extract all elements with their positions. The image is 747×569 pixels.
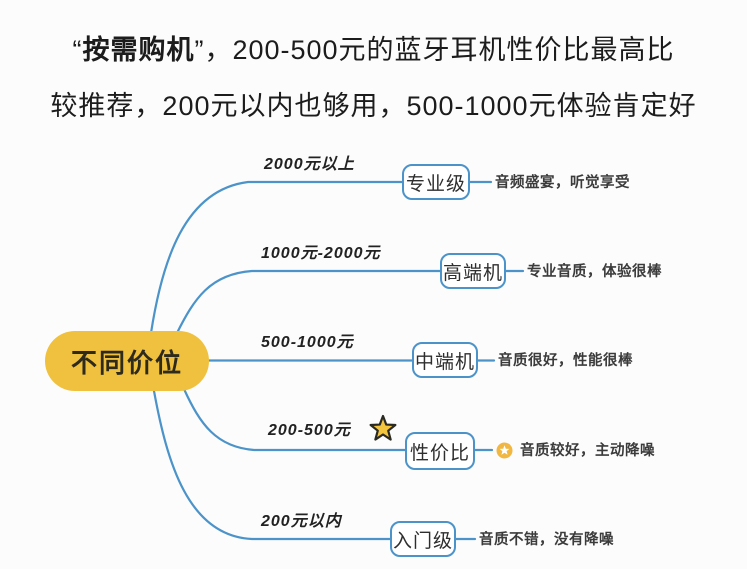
price-label-500-1000: 500-1000元	[261, 334, 354, 351]
node-entry: 入门级	[390, 521, 456, 557]
title-line-2: 较推荐，200元以内也够用，500-1000元体验肯定好	[50, 91, 697, 121]
title-line-1-rest: ”，200-500元的蓝牙耳机性价比最高比	[194, 35, 675, 65]
node-professional: 专业级	[402, 164, 470, 200]
branch-curve-entry	[152, 389, 392, 541]
note-value: 音质较好，主动降噪	[520, 443, 655, 459]
node-value: 性价比	[405, 432, 475, 470]
node-entry-label: 入门级	[392, 530, 453, 552]
root-node-label: 不同价位	[70, 347, 183, 378]
node-value-label: 性价比	[409, 442, 470, 464]
title-keyword: 按需购机	[82, 35, 195, 65]
note-entry: 音质不错，没有降噪	[479, 532, 614, 548]
node-professional-label: 专业级	[405, 173, 466, 195]
star-badge-icon	[496, 442, 513, 459]
title: “按需购机”，200-500元的蓝牙耳机性价比最高比 较推荐，200元以内也够用…	[0, 22, 747, 134]
branch-curve-highend	[175, 269, 442, 335]
note-professional: 音频盛宴，听觉享受	[495, 175, 630, 191]
note-midrange: 音质很好，性能很棒	[498, 353, 633, 369]
node-highend: 高端机	[440, 253, 506, 289]
title-open-quote: “	[72, 35, 83, 65]
branch-curve-professional	[149, 180, 404, 335]
price-label-under-200: 200元以内	[261, 513, 342, 530]
star-icon	[369, 414, 397, 441]
root-node: 不同价位	[45, 331, 209, 391]
price-label-1000-2000: 1000元-2000元	[261, 245, 381, 262]
node-midrange: 中端机	[412, 342, 478, 378]
title-line-1: “按需购机”，200-500元的蓝牙耳机性价比最高比	[0, 22, 747, 78]
price-label-2000-plus: 2000元以上	[264, 156, 355, 173]
branch-curve-value	[182, 387, 407, 452]
node-highend-label: 高端机	[442, 262, 503, 284]
note-highend: 专业音质，体验很棒	[527, 264, 662, 280]
price-label-200-500: 200-500元	[268, 422, 351, 439]
node-midrange-label: 中端机	[414, 351, 475, 373]
